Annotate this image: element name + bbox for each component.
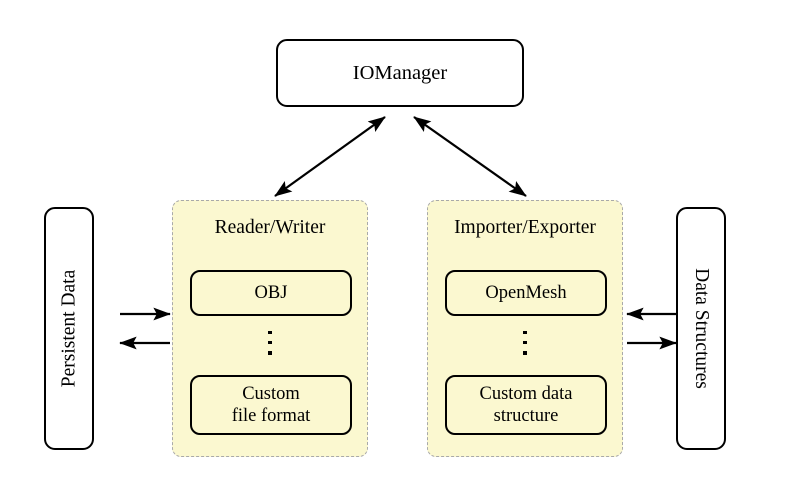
reader-writer-item-obj[interactable]: OBJ xyxy=(190,270,352,316)
importer-exporter-item-openmesh-label: OpenMesh xyxy=(485,282,567,303)
persistent-data-node[interactable]: Persistent Data xyxy=(44,207,94,450)
group-importer-exporter[interactable]: Importer/Exporter OpenMesh Custom data s… xyxy=(427,200,623,457)
reader-writer-item-custom-file-format[interactable]: Custom file format xyxy=(190,375,352,435)
reader-writer-ellipsis-icon xyxy=(173,331,367,355)
custom-file-format-line2: file format xyxy=(231,406,311,426)
data-structures-node[interactable]: Data Structures xyxy=(676,207,726,450)
custom-data-structure-line1: Custom data xyxy=(479,383,573,404)
custom-data-structure-line2: structure xyxy=(493,406,559,426)
importer-exporter-item-custom-data-structure[interactable]: Custom data structure xyxy=(445,375,607,435)
group-reader-writer[interactable]: Reader/Writer OBJ Custom file format xyxy=(172,200,368,457)
reader-writer-item-obj-label: OBJ xyxy=(254,282,288,303)
importer-exporter-item-custom-data-structure-label: Custom data structure xyxy=(479,383,572,427)
custom-file-format-line1: Custom xyxy=(242,383,300,404)
arrow-manager-readerwriter xyxy=(274,116,386,197)
data-structures-label: Data Structures xyxy=(690,268,712,389)
importer-exporter-ellipsis-icon xyxy=(428,331,622,355)
importer-exporter-item-openmesh[interactable]: OpenMesh xyxy=(445,270,607,316)
group-importer-exporter-title: Importer/Exporter xyxy=(454,217,596,238)
iomanager-node[interactable]: IOManager xyxy=(276,39,524,107)
iomanager-label: IOManager xyxy=(352,61,448,84)
arrow-manager-importerexporter xyxy=(413,116,527,197)
persistent-data-label: Persistent Data xyxy=(58,269,80,388)
group-reader-writer-title: Reader/Writer xyxy=(214,217,326,238)
reader-writer-item-custom-file-format-label: Custom file format xyxy=(232,383,311,427)
